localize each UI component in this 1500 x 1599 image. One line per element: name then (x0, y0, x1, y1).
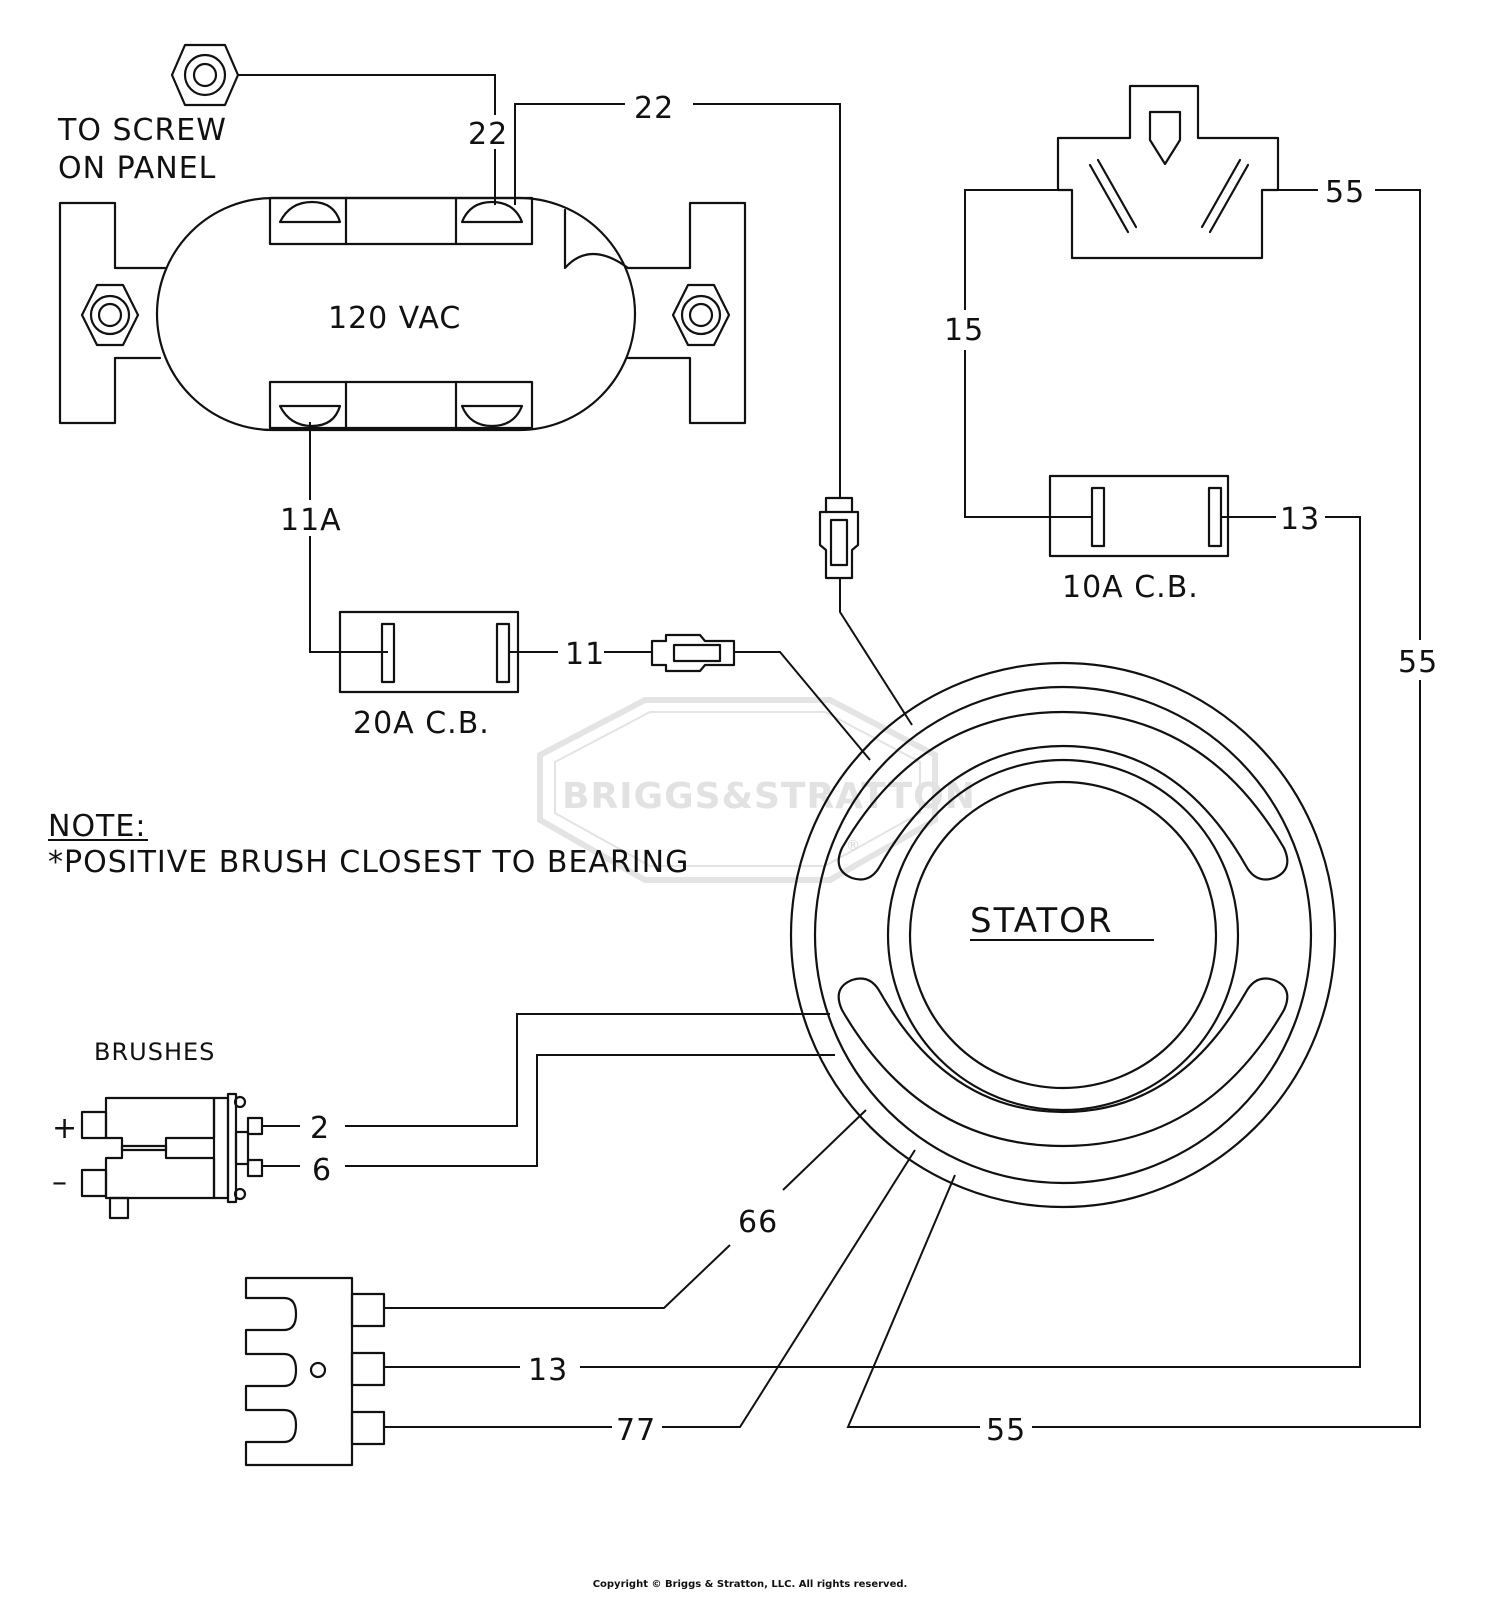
wire-22-to-stator (839, 578, 913, 726)
wire-22-top-b (693, 103, 841, 498)
wire-2-b (345, 1013, 830, 1127)
wire-22-screw (238, 74, 496, 205)
wire-11-to-stator (734, 651, 871, 761)
label-bg (466, 115, 518, 149)
label-wire-13-right: 13 (1280, 502, 1320, 537)
copyright: Copyright © Briggs & Stratton, LLC. All … (592, 1579, 908, 1590)
label-wire-22-top: 22 (634, 91, 674, 126)
label-cb-20a: 20A C.B. (353, 706, 490, 741)
label-on-panel: ON PANEL (58, 151, 216, 186)
label-wire-66: 66 (738, 1205, 778, 1240)
label-cb-10a: 10A C.B. (1062, 570, 1199, 605)
label-wire-55-right: 55 (1398, 645, 1438, 680)
outlet-120vac (58, 196, 747, 432)
wire-77-b (662, 1149, 916, 1428)
label-brushes: BRUSHES (94, 1038, 215, 1066)
label-wire-15: 15 (944, 313, 984, 348)
wire-66-a (384, 1244, 731, 1309)
receptacle-right (1056, 84, 1280, 260)
wire-66-b (782, 1109, 867, 1191)
wire-6-b (345, 1054, 835, 1167)
wire-13-right-b (580, 516, 1361, 1368)
wire-55-top-b (1375, 189, 1421, 640)
label-stator: STATOR (970, 901, 1113, 941)
label-wire-11a: 11A (280, 503, 342, 538)
note-title: NOTE: (48, 809, 146, 844)
wire-55-bottom (846, 1174, 980, 1428)
label-brush-minus: – (52, 1165, 68, 1200)
label-wire-77: 77 (616, 1413, 656, 1448)
label-bg (278, 500, 340, 536)
label-wire-22-left: 22 (468, 117, 508, 152)
label-120-vac: 120 VAC (328, 301, 461, 336)
wire-55-right (1032, 680, 1421, 1428)
terminal-block (244, 1276, 386, 1467)
wire-15-b (964, 350, 1092, 518)
wire-22-top-a (514, 103, 625, 205)
bullet-connector-horizontal (650, 633, 736, 673)
stator (789, 661, 1337, 1209)
wire-11a (309, 422, 388, 653)
label-wire-6: 6 (312, 1153, 332, 1188)
label-to-screw: TO SCREW (57, 113, 227, 148)
label-wire-11: 11 (565, 637, 605, 672)
bullet-connector-upper (818, 496, 860, 580)
wire-15-a (964, 189, 1072, 310)
watermark-text: BRIGGS&STRATTON (562, 776, 976, 817)
label-wire-2: 2 (310, 1111, 330, 1146)
panel-screw (170, 43, 240, 107)
label-wire-13-bottom: 13 (528, 1353, 568, 1388)
watermark-registered: ® (846, 838, 860, 854)
label-wire-55-top: 55 (1325, 175, 1365, 210)
note-text: *POSITIVE BRUSH CLOSEST TO BEARING (48, 845, 689, 880)
label-brush-plus: + (52, 1111, 78, 1146)
brush-holder (80, 1092, 264, 1220)
label-wire-55-bottom: 55 (986, 1413, 1026, 1448)
watermark: BRIGGS&STRATTON ® (537, 697, 976, 883)
